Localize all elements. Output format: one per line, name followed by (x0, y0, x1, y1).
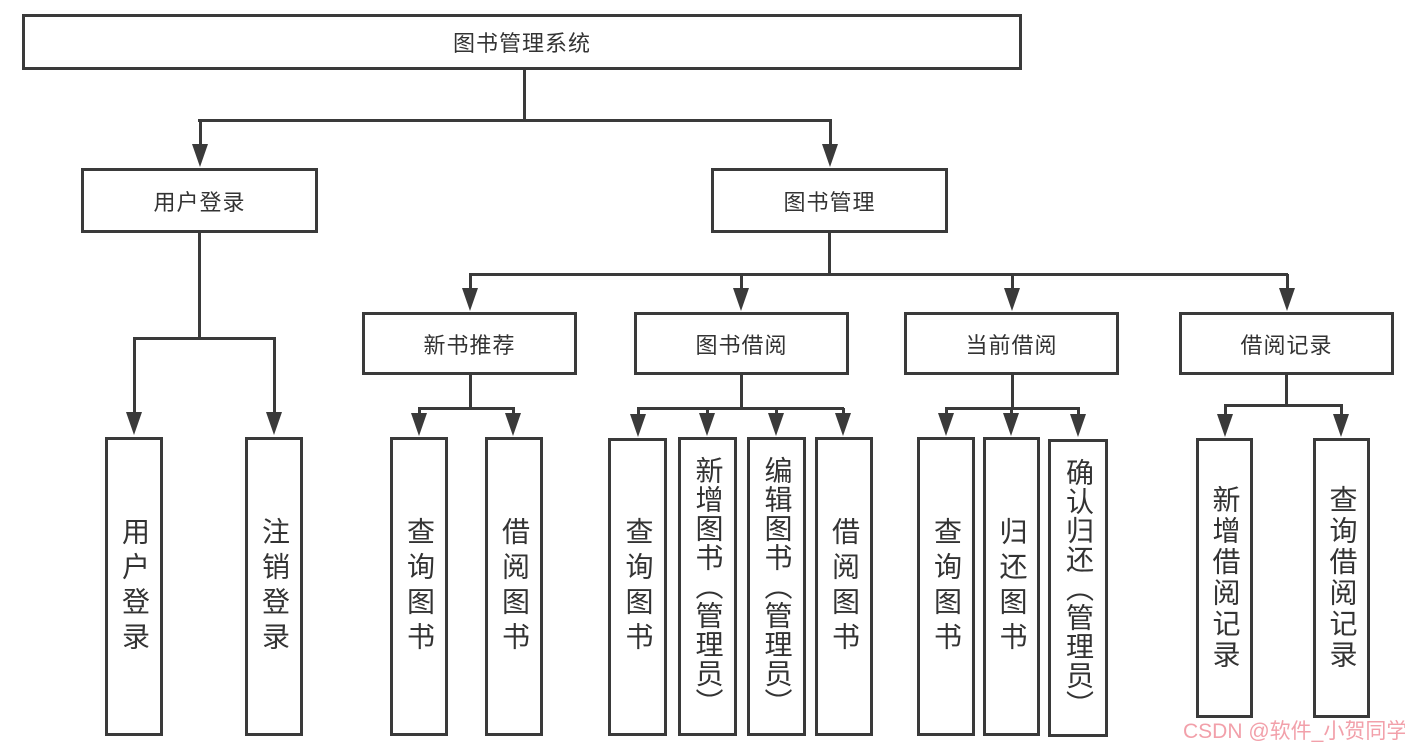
connector-line (828, 233, 831, 275)
arrow-down-icon (411, 413, 427, 436)
arrow-down-icon (630, 414, 646, 437)
diagram-node-borrow-book-2: 借阅图书 (815, 437, 873, 736)
arrow-stem (774, 408, 778, 416)
diagram-node-return-book: 归还图书 (983, 437, 1040, 736)
diagram-node-login: 用户登录 (105, 437, 163, 736)
arrow-down-icon (733, 288, 749, 311)
diagram-node-root: 图书管理系统 (22, 14, 1022, 70)
node-label: 查询图书 (404, 516, 435, 657)
arrow-down-icon (822, 144, 838, 167)
arrow-down-icon (266, 412, 282, 435)
arrow-down-icon (768, 413, 784, 436)
arrow-down-icon (126, 412, 142, 435)
node-label: 新增借阅记录 (1209, 485, 1241, 671)
connector-line (945, 407, 1080, 410)
diagram-node-query-borrow-record: 查询借阅记录 (1313, 438, 1370, 718)
node-label: 查询图书 (622, 517, 654, 657)
node-label: 注销登录 (259, 516, 290, 657)
arrow-stem (1285, 274, 1289, 291)
connector-line (740, 375, 743, 409)
arrow-down-icon (1003, 413, 1019, 436)
arrow-stem (828, 119, 832, 147)
node-label: 归还图书 (996, 516, 1028, 657)
node-label: 编辑图书（管理员） (761, 456, 793, 717)
arrow-down-icon (699, 413, 715, 436)
diagram-node-edit-book-admin: 编辑图书（管理员） (747, 437, 806, 736)
connector-line (469, 273, 1288, 276)
diagram-node-confirm-return-admin: 确认归还（管理员） (1048, 439, 1108, 737)
connector-line (418, 407, 515, 410)
arrow-stem (705, 408, 709, 416)
diagram-node-current-borrow: 当前借阅 (904, 312, 1119, 375)
arrow-down-icon (462, 288, 478, 311)
arrow-down-icon (505, 413, 521, 436)
node-label: 新书推荐 (423, 332, 516, 358)
arrow-stem (132, 338, 136, 415)
node-label: 图书借阅 (695, 332, 788, 358)
arrow-down-icon (938, 413, 954, 436)
arrow-down-icon (1279, 288, 1295, 311)
node-label: 借阅记录 (1240, 332, 1333, 358)
arrow-stem (417, 408, 421, 416)
arrow-stem (1339, 405, 1343, 417)
connector-line (1224, 404, 1343, 407)
arrow-stem (1009, 408, 1013, 416)
arrow-stem (272, 338, 276, 415)
arrow-stem (468, 274, 472, 291)
arrow-down-icon (192, 144, 208, 167)
node-label: 图书管理系统 (452, 31, 591, 56)
diagram-node-add-borrow-record: 新增借阅记录 (1196, 438, 1253, 718)
diagram-node-query-book-3: 查询图书 (917, 437, 975, 736)
arrow-stem (944, 408, 948, 416)
connector-line (198, 233, 201, 339)
csdn-watermark: CSDN @软件_小贺同学 (1183, 720, 1405, 743)
node-label: 借阅图书 (829, 516, 860, 657)
connector-line (1285, 375, 1288, 406)
connector-line (198, 119, 831, 122)
node-label: 新增图书（管理员） (692, 456, 724, 717)
connector-line (523, 70, 526, 121)
arrow-down-icon (1217, 414, 1233, 437)
node-label: 查询借阅记录 (1326, 485, 1358, 671)
arrow-stem (1010, 274, 1014, 291)
arrow-stem (1223, 405, 1227, 417)
diagram-node-borrow-book-1: 借阅图书 (485, 437, 543, 736)
node-label: 当前借阅 (965, 332, 1058, 358)
connector-line (1011, 375, 1014, 409)
diagram-node-new-book-rec: 新书推荐 (362, 312, 577, 375)
connector-line (133, 337, 276, 340)
arrow-stem (511, 408, 515, 416)
arrow-stem (841, 408, 845, 416)
diagram-node-book-mgmt-group: 图书管理 (711, 168, 948, 233)
diagram-node-query-book-2: 查询图书 (608, 438, 667, 736)
diagram-node-borrow-records: 借阅记录 (1179, 312, 1394, 375)
arrow-down-icon (1070, 414, 1086, 437)
arrow-stem (739, 274, 743, 291)
diagram-node-user-login-group: 用户登录 (81, 168, 318, 233)
arrow-down-icon (835, 413, 851, 436)
arrow-down-icon (1004, 288, 1020, 311)
diagram-node-add-book-admin: 新增图书（管理员） (678, 437, 737, 736)
node-label: 图书管理 (783, 189, 876, 215)
node-label: 确认归还（管理员） (1063, 457, 1094, 719)
arrow-stem (636, 408, 640, 417)
connector-line (469, 375, 472, 409)
diagram-node-query-book-1: 查询图书 (390, 437, 448, 736)
arrow-stem (198, 119, 202, 147)
node-label: 查询图书 (931, 516, 962, 657)
node-label: 用户登录 (119, 516, 150, 657)
arrow-down-icon (1333, 414, 1349, 437)
diagram-node-logout: 注销登录 (245, 437, 303, 736)
node-label: 借阅图书 (499, 516, 530, 657)
arrow-stem (1076, 408, 1080, 417)
connector-line (637, 407, 844, 410)
node-label: 用户登录 (153, 189, 246, 215)
diagram-node-book-borrow: 图书借阅 (634, 312, 849, 375)
